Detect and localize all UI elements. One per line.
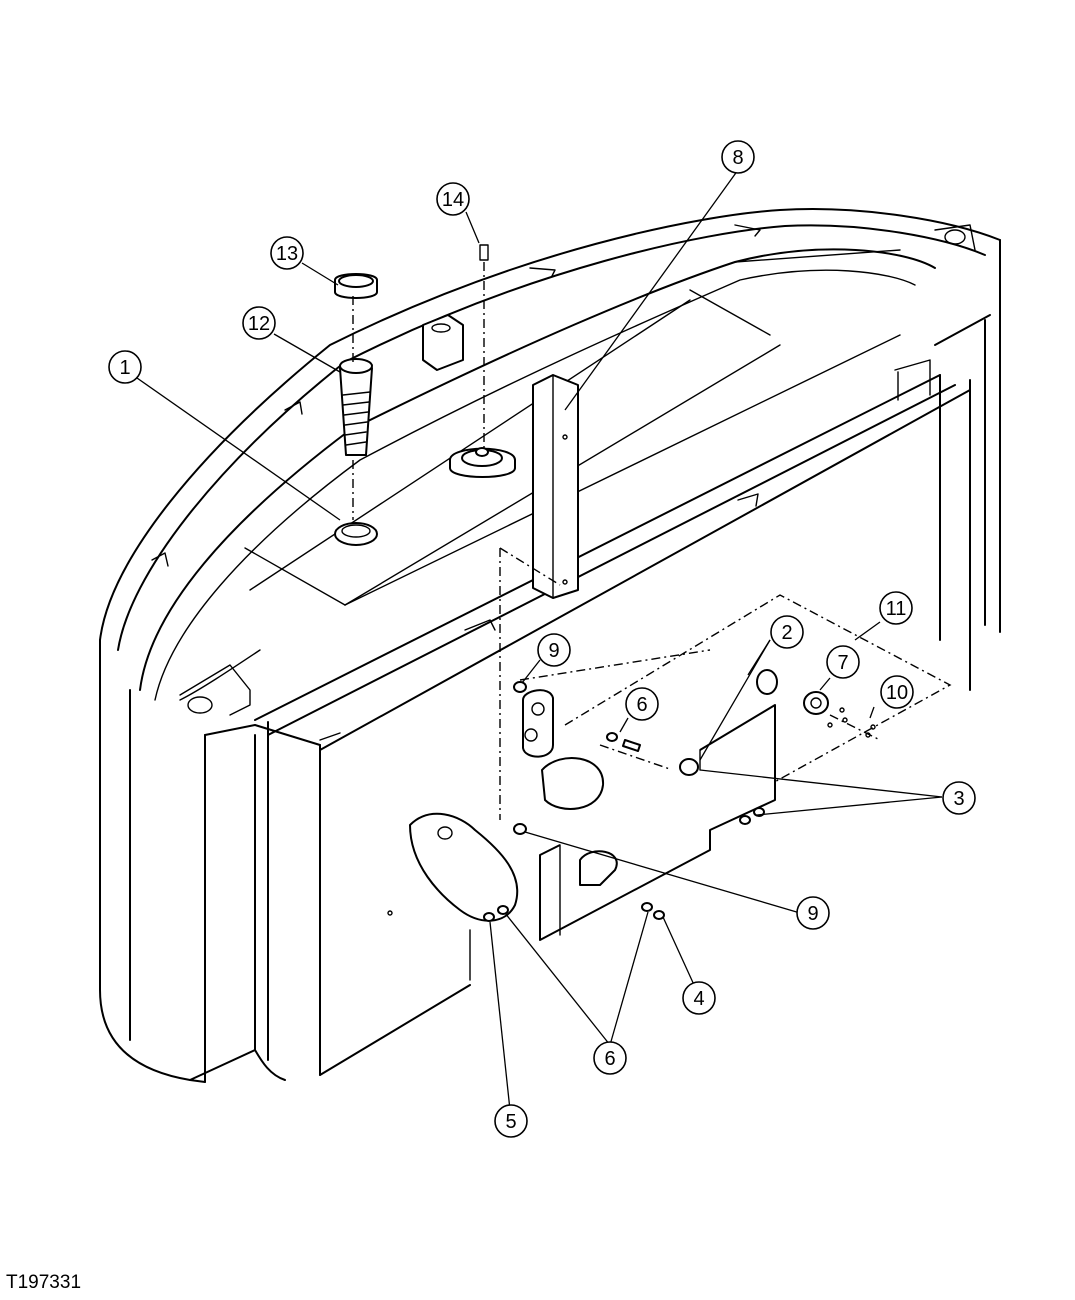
tank-body [99,208,1001,1083]
callout-6-sender-label: 6 [636,694,647,716]
callout-6-lower-label: 6 [604,1048,615,1070]
leader-lines [136,169,943,1111]
callout-5: 5 [494,1104,528,1138]
callout-13: 13 [270,236,304,270]
callout-12-label: 12 [248,313,270,335]
callout-9-upper: 9 [537,633,571,667]
callout-9-lower-label: 9 [807,903,818,925]
callout-6-lower: 6 [593,1041,627,1075]
callout-6-sender: 6 [625,687,659,721]
callout-9-lower: 9 [796,896,830,930]
callout-14: 14 [436,182,470,216]
callout-2-label: 2 [781,622,792,644]
callout-13-label: 13 [276,243,298,265]
figure-id-label: T197331 [6,1272,82,1293]
callout-5-label: 5 [505,1111,516,1133]
callout-12: 12 [242,306,276,340]
callout-4: 4 [682,981,716,1015]
callout-10-label: 10 [886,682,908,704]
callout-11-label: 11 [886,598,907,620]
callout-7-label: 7 [837,652,848,674]
callout-4-label: 4 [693,988,704,1010]
callout-1: 1 [108,350,142,384]
callout-1-label: 1 [119,357,130,379]
callout-8-label: 8 [732,147,743,169]
callout-14-label: 14 [442,189,464,211]
callout-8: 8 [721,140,755,174]
callout-7: 7 [826,645,860,679]
callout-11: 11 [879,591,913,625]
callout-3-label: 3 [953,788,964,810]
callout-10: 10 [880,675,914,709]
callout-3: 3 [942,781,976,815]
callout-2: 2 [770,615,804,649]
callout-9-upper-label: 9 [548,640,559,662]
